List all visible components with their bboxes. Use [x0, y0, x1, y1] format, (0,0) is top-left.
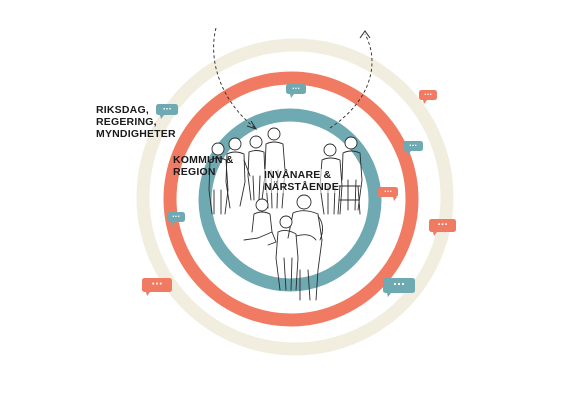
speech-bubble-dots: ··· — [384, 188, 392, 196]
speech-bubble-icon: ··· — [429, 219, 456, 236]
speech-bubble-dots: ··· — [409, 142, 417, 150]
middle-ring — [163, 71, 419, 327]
curved-arrow-icon — [213, 27, 373, 129]
label-line: REGION — [173, 166, 216, 178]
label-kommun-region: KOMMUN & REGION — [173, 154, 234, 178]
person-figure — [225, 137, 251, 209]
label-line: KOMMUN & — [173, 154, 234, 166]
speech-bubble-dots: ··· — [151, 279, 162, 290]
label-line: MYNDIGHETER — [96, 128, 176, 140]
inner-ring — [198, 108, 382, 292]
label-line: INVÅNARE & — [264, 169, 332, 181]
person-figure — [264, 127, 286, 209]
speech-bubble-icon: ··· — [383, 278, 415, 297]
speech-bubble-icon: ··· — [378, 187, 398, 201]
person-figure — [275, 215, 317, 291]
speech-bubble-dots: ··· — [172, 213, 180, 221]
label-line: NÄRSTÅENDE — [264, 181, 339, 193]
arrow-head-icon — [246, 30, 371, 130]
speech-bubble-icon: ··· — [142, 278, 172, 296]
label-line: RIKSDAG, — [96, 104, 149, 116]
label-riksdag-regering-myndigheter: RIKSDAG, REGERING, MYNDIGHETER — [96, 104, 176, 140]
people-illustration — [208, 127, 363, 301]
speech-bubble-icon: ··· — [419, 90, 437, 104]
speech-bubble-icon: ··· — [403, 141, 423, 155]
speech-bubble-icon: ··· — [167, 212, 185, 226]
label-line: REGERING, — [96, 116, 157, 128]
speech-bubble-icon: ··· — [286, 84, 306, 98]
speech-bubbles: ··· ··· ··· ··· ··· ··· ··· ··· ··· — [142, 84, 456, 297]
walker-icon — [337, 185, 361, 215]
speech-bubble-dots: ··· — [437, 221, 447, 231]
person-figure — [247, 135, 266, 201]
speech-bubble-dots: ··· — [424, 91, 432, 99]
speech-bubble-dots: ··· — [292, 85, 300, 93]
speech-bubble-icon: ··· — [156, 104, 178, 119]
speech-bubble-dots: ··· — [393, 279, 405, 291]
label-invanare-narstaende: INVÅNARE & NÄRSTÅENDE — [264, 169, 339, 193]
person-figure — [243, 198, 277, 246]
speech-bubble-dots: ··· — [163, 105, 172, 114]
person-figure — [208, 142, 229, 215]
person-figure — [341, 136, 363, 211]
outer-ring — [136, 38, 454, 356]
